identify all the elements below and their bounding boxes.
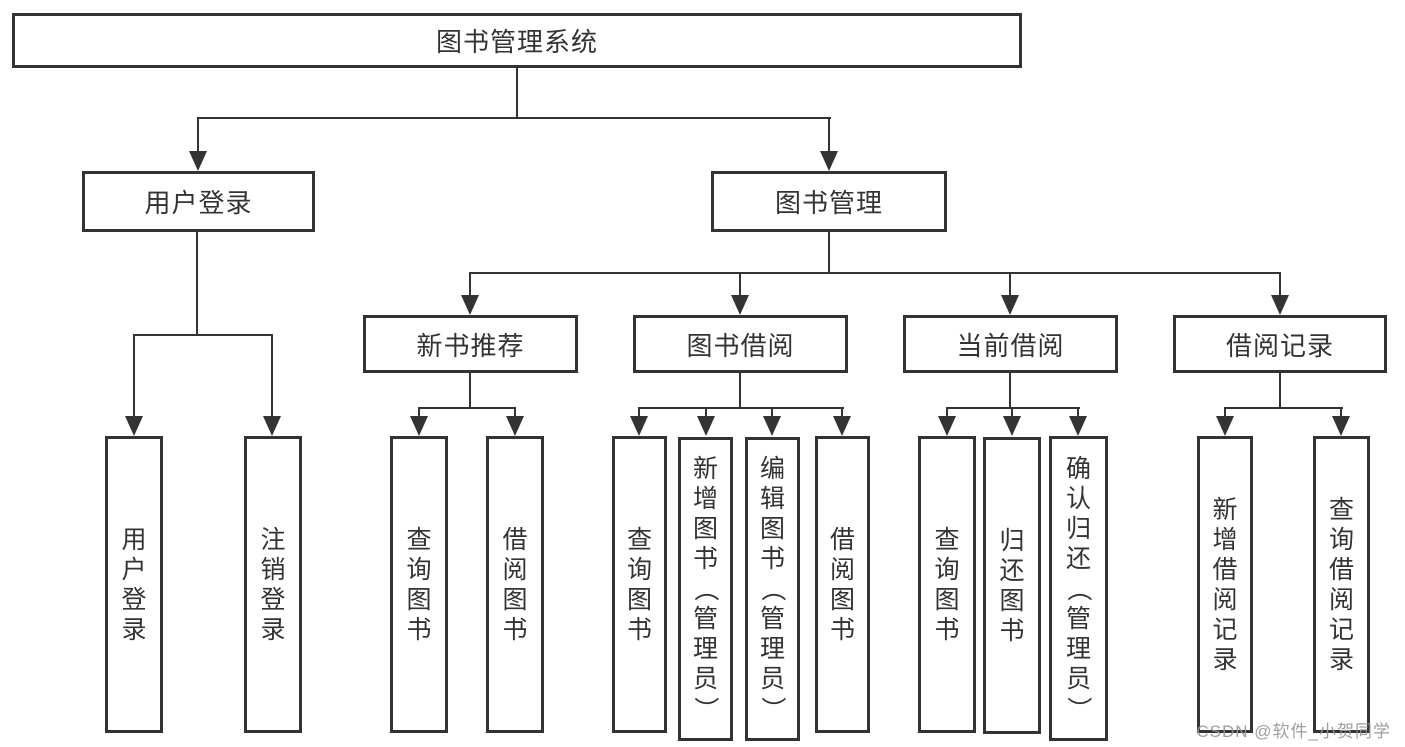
connector-line: [1224, 407, 1343, 409]
connector-line: [1340, 407, 1342, 418]
arrow-down-icon: [1003, 416, 1021, 436]
arrow-down-icon: [820, 151, 838, 171]
leaf-borrow-add-books-admin: 新增图书（管理员）: [678, 437, 733, 741]
arrow-down-icon: [1332, 416, 1350, 436]
connector-line: [133, 334, 135, 416]
leaf-newbook-borrow-books: 借阅图书: [486, 436, 544, 733]
arrow-down-icon: [461, 295, 479, 315]
connector-line: [946, 407, 948, 418]
arrow-down-icon: [833, 416, 851, 436]
connector-line: [841, 407, 843, 418]
leaf-borrow-borrow-books: 借阅图书: [815, 436, 870, 733]
connector-line: [828, 232, 830, 274]
connector-line: [828, 117, 830, 153]
connector-line: [1279, 373, 1281, 409]
connector-line: [739, 272, 741, 295]
node-user-login: 用户登录: [82, 171, 315, 232]
node-book-borrowing: 图书借阅: [633, 315, 848, 373]
connector-line: [1011, 407, 1013, 418]
connector-line: [638, 407, 640, 418]
arrow-down-icon: [125, 416, 143, 436]
arrow-down-icon: [1271, 295, 1289, 315]
arrow-down-icon: [263, 416, 281, 436]
connector-line: [771, 407, 773, 418]
connector-line: [946, 407, 1080, 409]
arrow-down-icon: [938, 416, 956, 436]
leaf-current-return-books: 归还图书: [983, 437, 1041, 734]
arrow-down-icon: [763, 416, 781, 436]
connector-line: [1224, 407, 1226, 418]
leaf-current-confirm-return-admin: 确认归还（管理员）: [1049, 436, 1108, 741]
leaf-user-login: 用户登录: [105, 436, 163, 733]
leaf-newbook-query-books: 查询图书: [390, 436, 448, 733]
connector-line: [418, 407, 420, 418]
arrow-down-icon: [1001, 295, 1019, 315]
node-new-book-recommend: 新书推荐: [363, 315, 578, 373]
arrow-down-icon: [630, 416, 648, 436]
arrow-down-icon: [189, 151, 207, 171]
leaf-borrow-edit-books-admin: 编辑图书（管理员）: [745, 437, 800, 741]
arrow-down-icon: [731, 295, 749, 315]
connector-line: [271, 334, 273, 416]
connector-line: [469, 272, 471, 295]
connector-line: [1279, 272, 1281, 295]
connector-line: [197, 117, 831, 119]
arrow-down-icon: [506, 416, 524, 436]
connector-line: [514, 407, 516, 418]
connector-line: [418, 407, 516, 409]
node-book-management: 图书管理: [711, 171, 947, 232]
connector-line: [1077, 407, 1079, 418]
node-borrowing-records: 借阅记录: [1173, 315, 1387, 373]
csdn-watermark: CSDN @软件_小贺同学: [1196, 722, 1391, 741]
connector-line: [1009, 373, 1011, 409]
leaf-borrow-query-books: 查询图书: [612, 436, 667, 733]
leaf-logout: 注销登录: [244, 436, 302, 733]
connector-line: [739, 373, 741, 409]
leaf-records-query-record: 查询借阅记录: [1313, 436, 1370, 733]
connector-line: [133, 334, 273, 336]
leaf-current-query-books: 查询图书: [918, 436, 976, 733]
connector-line: [197, 117, 199, 153]
arrow-down-icon: [697, 416, 715, 436]
connector-line: [638, 407, 844, 409]
connector-line: [516, 68, 518, 118]
arrow-down-icon: [1069, 416, 1087, 436]
connector-line: [469, 272, 1281, 274]
node-library-management-system: 图书管理系统: [12, 13, 1022, 68]
connector-line: [469, 373, 471, 409]
connector-line: [705, 407, 707, 418]
connector-line: [196, 232, 198, 335]
arrow-down-icon: [410, 416, 428, 436]
connector-line: [1009, 272, 1011, 295]
node-current-borrowing: 当前借阅: [903, 315, 1118, 373]
arrow-down-icon: [1216, 416, 1234, 436]
leaf-records-add-record: 新增借阅记录: [1197, 436, 1253, 733]
